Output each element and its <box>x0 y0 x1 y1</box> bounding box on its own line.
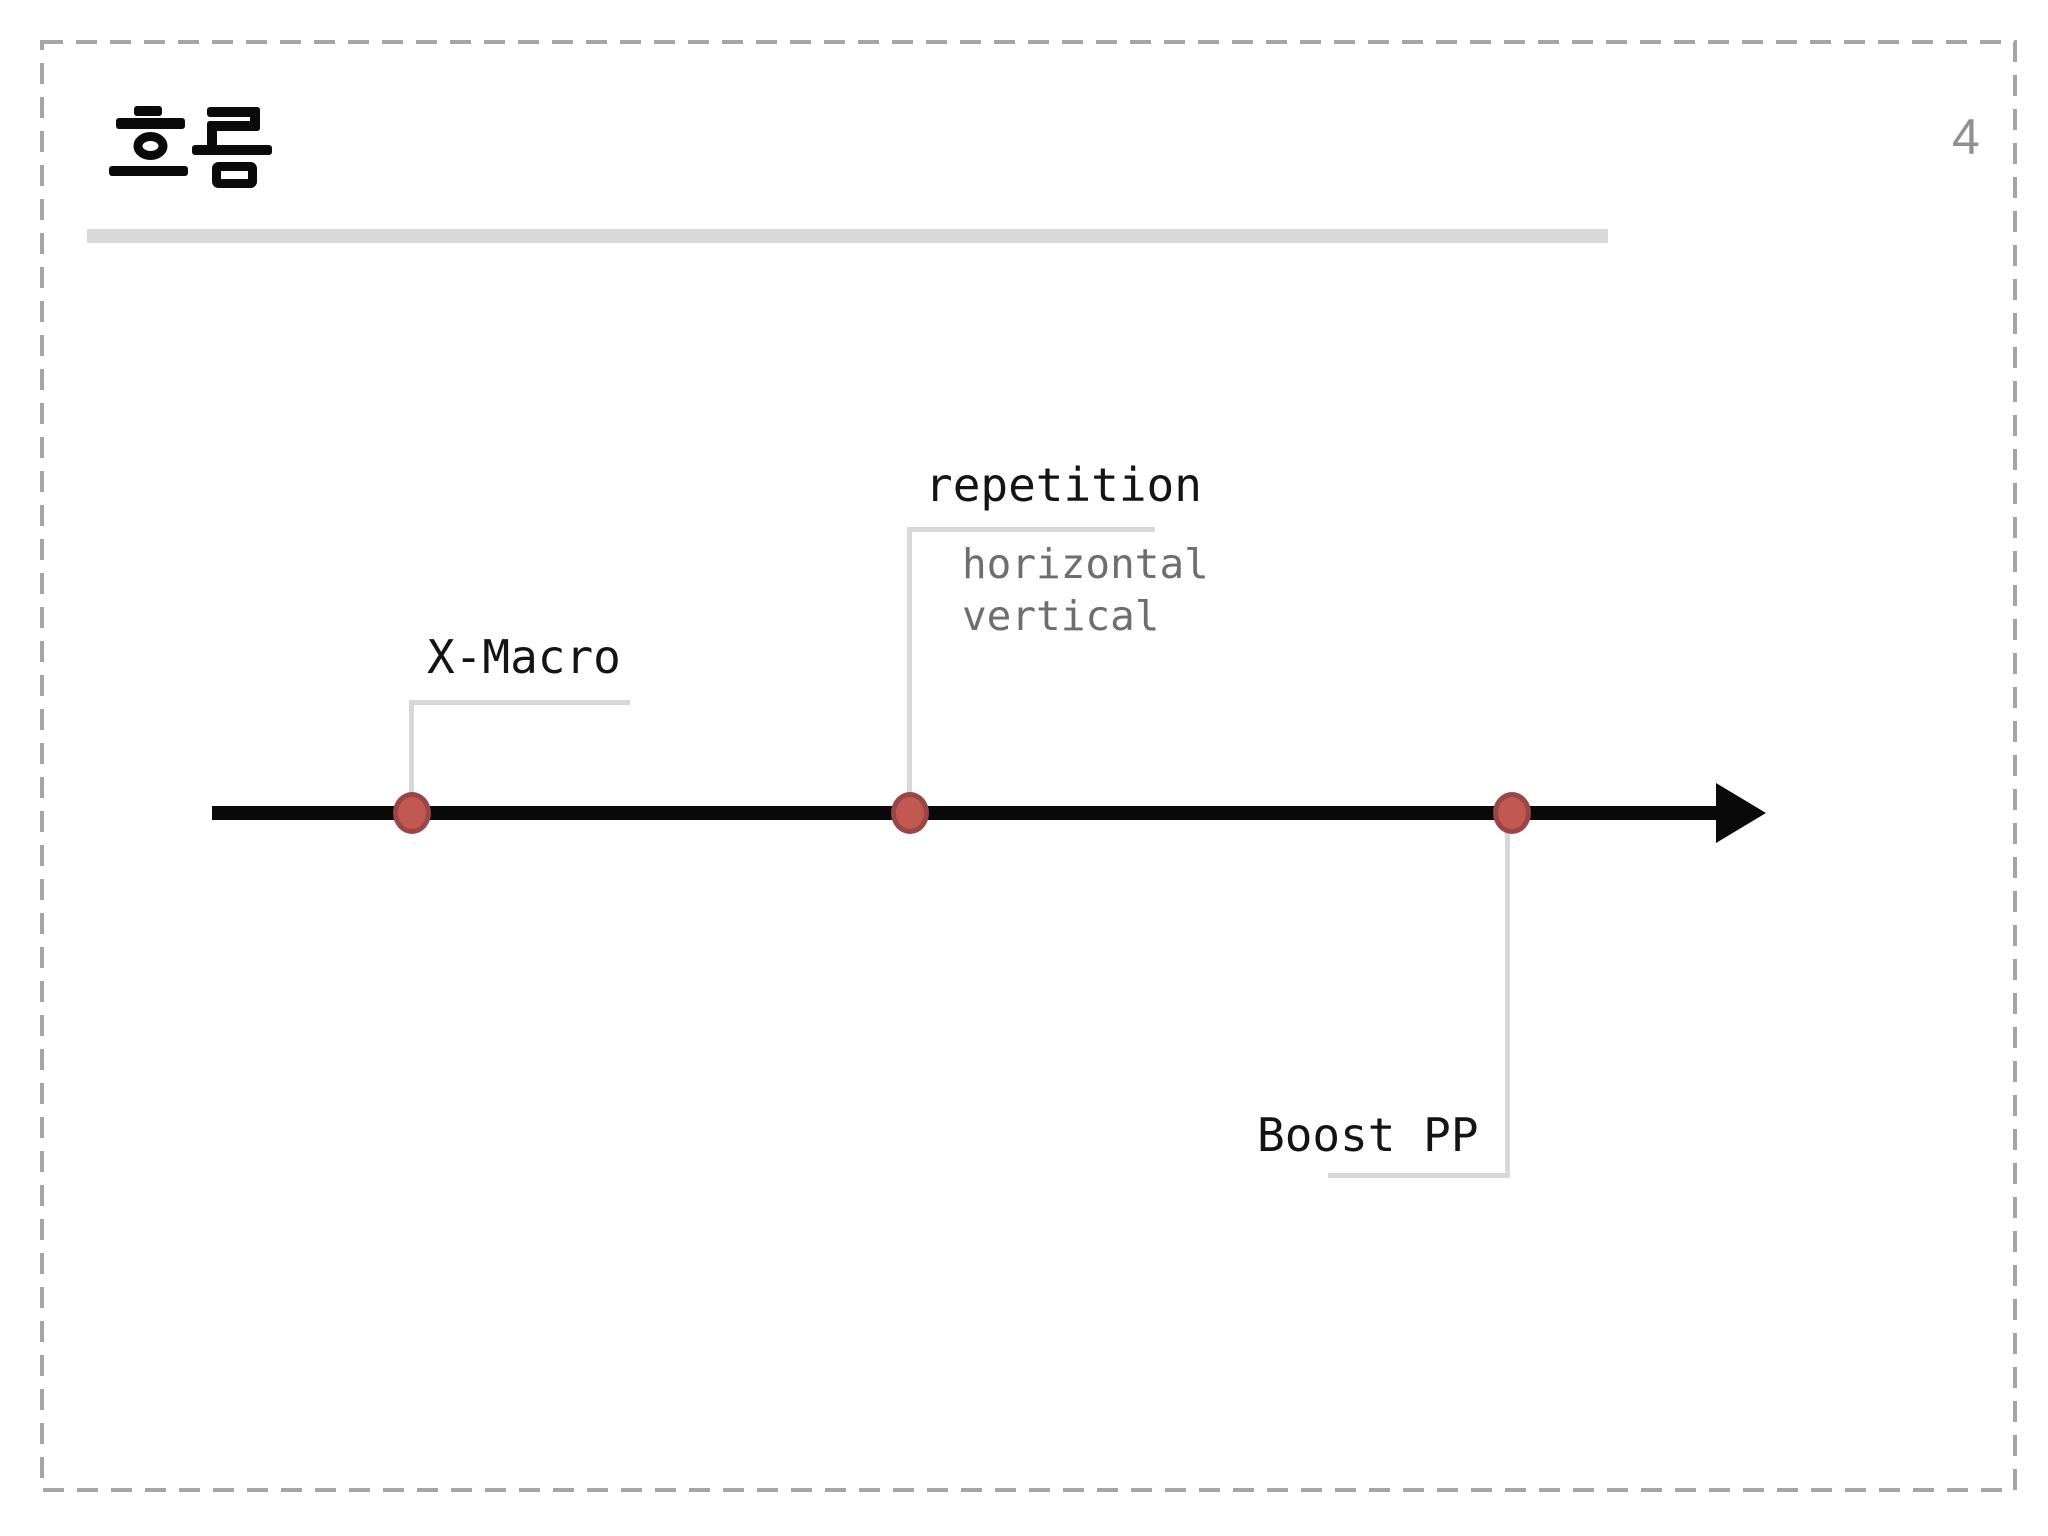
connector-boost-pp-vertical <box>1505 820 1510 1178</box>
milestone-sublabel-vertical: vertical <box>962 592 1160 640</box>
connector-repetition-horizontal <box>907 527 1155 532</box>
title-underline <box>87 229 1608 243</box>
timeline-line <box>212 806 1718 820</box>
connector-boost-pp-horizontal <box>1328 1173 1510 1178</box>
timeline-arrowhead-icon <box>1716 783 1766 843</box>
milestone-label-x-macro: X-Macro <box>427 630 621 684</box>
milestone-sublabel-horizontal: horizontal <box>962 540 1209 588</box>
milestone-dot-x-macro <box>393 792 431 834</box>
title-glyphs <box>109 106 272 188</box>
milestone-dot-repetition <box>891 792 929 834</box>
connector-repetition-vertical <box>907 527 912 800</box>
connector-x-macro-vertical <box>409 700 414 800</box>
page-number: 4 <box>1952 109 1980 165</box>
milestone-label-boost-pp: Boost PP <box>1257 1108 1479 1162</box>
milestone-dot-boost-pp <box>1493 792 1531 834</box>
page-title-text: 흐름 <box>109 190 110 191</box>
milestone-label-repetition: repetition <box>925 458 1202 512</box>
page-title: 흐름 <box>109 105 272 190</box>
connector-x-macro-horizontal <box>409 700 630 705</box>
